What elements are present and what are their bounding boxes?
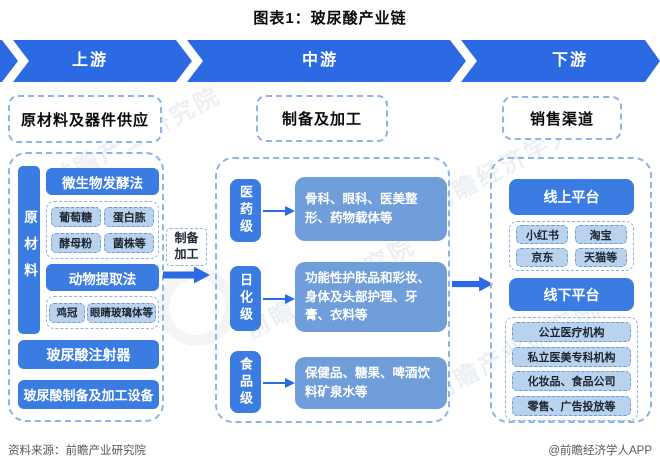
offline-item: 化妆品、食品公司	[512, 371, 631, 392]
downstream-panel: 线上平台 小红书 淘宝 京东 天猫等 线下平台 公立医疗机构 私立医美专科机构 …	[490, 157, 652, 423]
food-applications: 保健品、糖果、啤酒饮料矿泉水等	[295, 357, 447, 409]
upstream-panel: 原材料 微生物发酵法 葡萄糖 蛋白胨 酵母粉 菌株等 动物提取法 鸡冠 眼睛玻璃…	[8, 152, 164, 422]
banner-ribbon	[0, 40, 660, 82]
midstream-to-downstream-arrow	[452, 276, 494, 292]
fermentation-item: 蛋白胨	[104, 207, 155, 228]
downstream-header: 销售渠道	[502, 96, 622, 140]
fermentation-method-box: 微生物发酵法	[46, 168, 159, 195]
offline-item: 私立医美专科机构	[512, 346, 631, 367]
connector-line2: 加工	[174, 247, 199, 261]
offline-platform-box: 线下平台	[509, 278, 634, 311]
banner-upstream-label: 上游	[71, 52, 108, 69]
fermentation-item: 菌株等	[104, 232, 155, 253]
grade-arrow	[263, 378, 295, 388]
connector-line1: 制备	[174, 231, 199, 246]
upstream-header: 原材料及器件供应	[8, 95, 162, 143]
banner-downstream-label: 下游	[551, 52, 588, 69]
fermentation-item: 葡萄糖	[50, 207, 101, 228]
prep-process-connector: 制备 加工	[166, 228, 207, 266]
grade-arrow	[263, 294, 295, 304]
offline-item: 零售、广告投放等	[512, 395, 631, 416]
midstream-panel: 医药级 骨科、眼科、医美整形、药物载体等 日化级 功能性护肤品和彩妆、身体及头部…	[215, 157, 450, 423]
source-note: 资料来源：前瞻产业研究院	[8, 445, 146, 457]
credit-note: @前瞻经济学人APP	[548, 445, 652, 457]
online-items-group: 小红书 淘宝 京东 天猫等	[509, 221, 634, 271]
midstream-header: 制备及加工	[256, 95, 388, 142]
chart-title: 图表1：玻尿酸产业链	[253, 10, 407, 27]
offline-item: 公立医疗机构	[512, 322, 631, 343]
animal-item: 鸡冠	[49, 302, 85, 323]
fermentation-item: 酵母粉	[50, 232, 101, 253]
pharma-applications: 骨科、眼科、医美整形、药物载体等	[295, 177, 447, 241]
grade-daily-label: 日化级	[230, 266, 261, 331]
online-platform-box: 线上平台	[509, 179, 634, 215]
banner-midstream-label: 中游	[301, 52, 338, 69]
daily-chemical-applications: 功能性护肤品和彩妆、身体及头部护理、牙膏、衣料等	[295, 262, 447, 332]
online-item: 小红书	[516, 225, 569, 245]
raw-material-side-label: 原材料	[18, 166, 40, 334]
online-item: 天猫等	[574, 247, 627, 267]
grade-arrow	[263, 206, 295, 216]
injector-box: 玻尿酸注射器	[18, 340, 159, 369]
offline-items-group: 公立医疗机构 私立医美专科机构 化妆品、食品公司 零售、广告投放等	[505, 317, 638, 421]
animal-extraction-box: 动物提取法	[46, 264, 159, 291]
upstream-to-midstream-arrow	[163, 266, 210, 284]
animal-item: 眼睛玻璃体等	[87, 302, 156, 323]
grade-pharma-label: 医药级	[230, 179, 261, 242]
grade-food-label: 食品级	[230, 351, 261, 413]
fermentation-items-group: 葡萄糖 蛋白胨 酵母粉 菌株等	[46, 201, 159, 259]
online-item: 淘宝	[574, 225, 627, 245]
animal-items-group: 鸡冠 眼睛玻璃体等	[46, 296, 159, 329]
equipment-box: 玻尿酸制备及加工设备	[18, 380, 159, 409]
online-item: 京东	[516, 247, 569, 267]
